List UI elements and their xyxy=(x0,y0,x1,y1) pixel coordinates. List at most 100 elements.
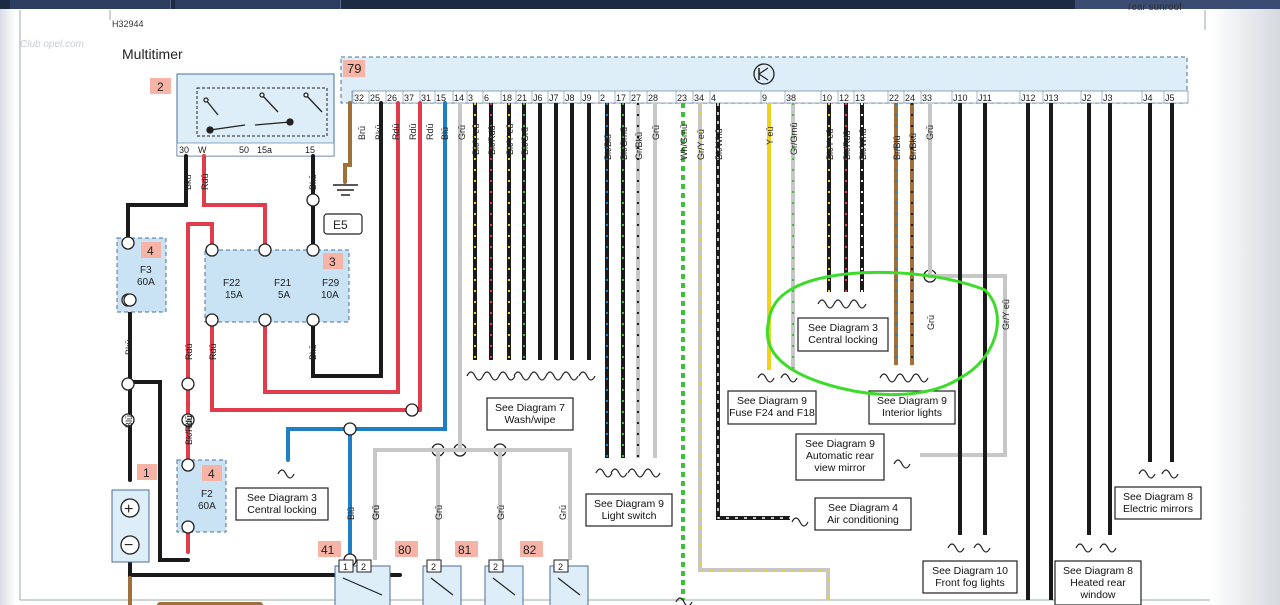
diagram-ref-text: Front fog lights xyxy=(935,577,1004,589)
fuse-f22-rating: 15A xyxy=(225,290,243,301)
module-pin-label: 34 xyxy=(694,93,704,103)
junction-node xyxy=(306,313,320,327)
ground-e5-symbol xyxy=(333,184,358,196)
fuse-f29-name: F29 xyxy=(322,278,340,289)
module-pin-label: 15 xyxy=(436,93,446,103)
diagram-ref-text: Electric mirrors xyxy=(1123,503,1193,515)
toolbar-tab[interactable] xyxy=(175,0,341,9)
wire-color-label: Grū xyxy=(371,505,381,520)
diagram-ref-box[interactable] xyxy=(922,560,1018,594)
wire-color-label: Bkū xyxy=(308,344,318,360)
wire-color-label: Bk/Rdū xyxy=(184,415,194,445)
relay-number: 41 xyxy=(321,543,335,557)
relay-2-pin: 50 xyxy=(239,145,249,155)
top-wires xyxy=(473,103,914,458)
diagram-ref-text: See Diagram 9 xyxy=(877,395,947,407)
wire-color-label: Y eū xyxy=(765,127,775,145)
diagram-ref-text: Air conditioning xyxy=(827,514,899,526)
wire-color-label: Gr/Grnū xyxy=(789,122,799,155)
wire-color-label: Gr/Y eū xyxy=(1001,299,1011,330)
junction-node xyxy=(121,413,135,427)
module-pin-label: J10 xyxy=(953,93,968,103)
module-pin-label: J13 xyxy=(1044,93,1059,103)
diagram-ref-box[interactable] xyxy=(585,493,673,527)
battery-minus-icon xyxy=(120,535,140,555)
battery-number: 1 xyxy=(143,466,150,480)
diagram-ref-box[interactable] xyxy=(235,487,329,521)
diagram-ref-text: view mirror xyxy=(814,462,866,474)
wire-color-label: Bkū xyxy=(183,174,193,190)
fuse-f3-number: 4 xyxy=(147,244,154,258)
wire-color-label: Rdū xyxy=(184,343,194,360)
diagram-ref-text: See Diagram 8 xyxy=(1063,565,1133,577)
junction-node xyxy=(405,403,419,417)
relay-2-switches xyxy=(203,92,323,134)
junction-node xyxy=(343,422,357,436)
diagram-ref-text: Light switch xyxy=(602,510,657,522)
fuse-f21-rating: 5A xyxy=(278,290,291,301)
fuse-f22-name: F22 xyxy=(223,278,241,289)
module-pin-label: J4 xyxy=(1143,93,1153,103)
diagram-ref-box[interactable] xyxy=(797,317,889,352)
diagram-code: H32944 xyxy=(112,19,144,29)
wire-color-label: Brū xyxy=(357,126,367,140)
diagram-ref-text: See Diagram 8 xyxy=(1123,491,1193,503)
module-pin-label: J6 xyxy=(533,93,543,103)
module-pin-label: 17 xyxy=(616,93,626,103)
wire-color-label: Rdū xyxy=(425,123,435,140)
diagram-ref-box[interactable] xyxy=(868,390,956,425)
module-pin-label: 26 xyxy=(387,93,397,103)
module-pin-label: J11 xyxy=(978,93,992,103)
right-edge-shade xyxy=(1210,9,1280,605)
relay-pin-label: 2 xyxy=(558,562,563,572)
module-pin-label: 38 xyxy=(786,93,796,103)
relay-2-pin-strip xyxy=(176,142,335,157)
fuse-f2-box xyxy=(176,459,227,533)
relay-2-pin: 15a xyxy=(257,145,272,155)
toolbar-tab[interactable] xyxy=(10,0,171,9)
wire-color-label: Grū xyxy=(926,315,936,330)
module-pin-label: 4 xyxy=(711,93,716,103)
diagram-ref-box[interactable] xyxy=(1114,486,1202,520)
module-pin-label: 24 xyxy=(905,93,915,103)
module-pin-label: J5 xyxy=(1165,93,1175,103)
wire-color-label: Bk/Y eū xyxy=(825,129,835,160)
wire-color-label: Bk/Grū xyxy=(520,127,530,155)
junction-node xyxy=(181,413,195,427)
wire-color-label: Bkū xyxy=(374,124,384,140)
relay-pin-label: 1 xyxy=(343,562,348,572)
diagram-ref-box[interactable] xyxy=(1054,560,1142,605)
fuse-f2-name: F2 xyxy=(201,489,213,500)
fuse-f3-name: F3 xyxy=(140,265,152,276)
diagram-ref-box[interactable] xyxy=(795,433,885,481)
diagram-ref-box[interactable] xyxy=(727,390,817,425)
junction-node xyxy=(306,193,320,207)
relay-pin-label: 2 xyxy=(361,562,366,572)
module-pin-label: 10 xyxy=(822,93,832,103)
junction-node xyxy=(121,236,135,250)
junction-node xyxy=(123,293,137,307)
diagram-ref-text: See Diagram 7 xyxy=(495,402,565,414)
junction-node xyxy=(121,377,135,391)
toolbar-tab[interactable] xyxy=(1075,0,1280,9)
wire-color-label: Wh/Grnū xyxy=(679,124,689,160)
relay-2-pin: W xyxy=(198,145,207,155)
right-black-wires xyxy=(958,103,1174,600)
diagram-ref-text: Central locking xyxy=(808,334,878,346)
diagram-ref-box[interactable] xyxy=(814,497,912,531)
junction-node xyxy=(181,377,195,391)
relay-badge xyxy=(455,541,478,557)
diagram-ref-box[interactable] xyxy=(486,397,574,431)
wire-color-label: Blū xyxy=(184,415,194,428)
relay-badge xyxy=(395,541,418,557)
fuse-f3-rating: 60A xyxy=(137,277,155,288)
module-pin-label: 3 xyxy=(468,93,473,103)
wire-color-label: Grū xyxy=(558,505,568,520)
junction-node xyxy=(258,243,272,257)
module-pin-label: 21 xyxy=(517,93,527,103)
